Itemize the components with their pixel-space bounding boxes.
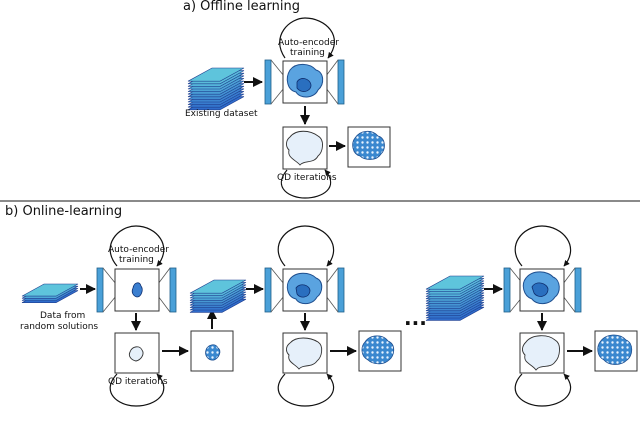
qd-iterations-label-offline: QD iterations (277, 173, 337, 183)
decoder-funnel (325, 267, 339, 313)
autoencoder-training-label-1: Auto-encoder (108, 245, 169, 255)
autoencoder-training-loop-2 (277, 225, 334, 267)
result-blob-offline (352, 130, 385, 160)
encoder-bar (264, 267, 272, 313)
autoencoder-online-2 (264, 267, 345, 313)
ellipsis: ... (404, 306, 427, 330)
dataset-layer (189, 279, 247, 294)
encoder-funnel (270, 267, 285, 313)
random-data-label-1: Data from (40, 311, 85, 321)
autoencoder-online-1 (96, 267, 177, 313)
decoder-bar (169, 267, 177, 313)
decoder-funnel (562, 267, 576, 313)
dataset-stack-online-2 (189, 279, 247, 313)
encoder-funnel (270, 59, 285, 105)
dataset-layer (425, 275, 485, 290)
latent-blob-inner (295, 284, 311, 298)
qd-blob-offline (286, 130, 323, 166)
qd-blob-online-2 (286, 337, 323, 370)
qd-blob-online-3 (522, 335, 560, 371)
qd-iterations-label-1: QD iterations (108, 377, 168, 387)
random-data-stack (21, 283, 79, 304)
decoder-bar (337, 267, 345, 313)
decoder-bar (337, 59, 345, 105)
latent-blob-inner (531, 282, 549, 297)
dataset-stack-online-3 (425, 275, 485, 321)
result-blob-online-2 (361, 335, 395, 365)
dataset-stack-offline (187, 67, 245, 111)
qd-blob-online-1 (128, 346, 144, 362)
section-title-online: b) Online-learning (5, 204, 122, 219)
autoencoder-training-loop-1 (109, 225, 165, 267)
autoencoder-training-loop (279, 17, 335, 59)
dataset-layer (21, 283, 79, 297)
dataset-layer (187, 67, 245, 82)
autoencoder-training-label-2: training (119, 255, 154, 265)
latent-blob-inner (296, 78, 312, 92)
encoder-bar (96, 267, 104, 313)
autoencoder-training-label-2: training (290, 48, 325, 58)
qd-iterations-loop-3 (514, 373, 571, 407)
encoder-bar (503, 267, 511, 313)
decoder-funnel (325, 59, 339, 105)
autoencoder-training-loop-3 (514, 225, 571, 267)
encoder-bar (264, 59, 272, 105)
section-title-offline: a) Offline learning (183, 0, 300, 14)
decoder-funnel (157, 267, 171, 313)
autoencoder-training-label-1: Auto-encoder (278, 38, 339, 48)
qd-iterations-loop-offline (280, 169, 332, 199)
latent-blob (131, 282, 143, 298)
autoencoder-offline (264, 59, 345, 105)
existing-dataset-label: Existing dataset (185, 109, 258, 119)
decoder-bar (574, 267, 582, 313)
encoder-funnel (102, 267, 117, 313)
qd-iterations-loop-1 (109, 373, 165, 407)
random-data-label-2: random solutions (20, 322, 98, 332)
result-blob-online-1 (205, 344, 221, 361)
result-blob-online-3 (597, 334, 633, 365)
qd-iterations-loop-2 (277, 373, 334, 407)
autoencoder-online-3 (503, 267, 582, 313)
